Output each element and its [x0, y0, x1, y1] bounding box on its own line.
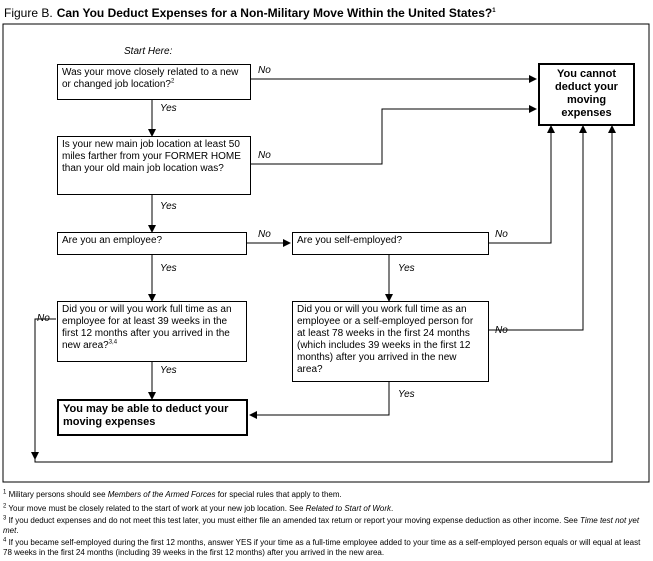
question-39-weeks: Did you or will you work full time as an…: [57, 301, 247, 362]
result-cannot-deduct: You cannot deduct your moving expenses: [538, 63, 635, 126]
q5-footnote-mark: 3,4: [108, 339, 118, 346]
label-q5-yes: Yes: [160, 365, 177, 376]
question-employee: Are you an employee?: [57, 232, 247, 255]
question-50-miles: Is your new main job location at least 5…: [57, 136, 251, 195]
label-q1-no: No: [258, 65, 271, 76]
footnote-1: 1 Military persons should see Members of…: [3, 489, 342, 499]
label-q3-yes: Yes: [160, 263, 177, 274]
figure-question: Can You Deduct Expenses for a Non-Milita…: [56, 6, 496, 20]
question-move-related: Was your move closely related to a new o…: [57, 64, 251, 100]
arrow-q5-no: [34, 125, 616, 463]
q1-footnote-mark: 2: [170, 78, 175, 85]
arrow-q2-no: [251, 105, 537, 165]
label-q2-no: No: [258, 150, 271, 161]
start-label: Start Here:: [124, 46, 173, 57]
label-q4-no: No: [495, 229, 508, 240]
label-q3-no: No: [258, 229, 271, 240]
label-q5-no: No: [37, 313, 50, 324]
footnote-4: 4 If you became self-employed during the…: [3, 537, 641, 557]
label-q6-no: No: [495, 325, 508, 336]
label-q6-yes: Yes: [398, 389, 415, 400]
footnote-3: 3 If you deduct expenses and do not meet…: [3, 515, 640, 535]
arrow-q6-no: [489, 125, 587, 331]
question-78-weeks: Did you or will you work full time as an…: [292, 301, 489, 382]
figure-title: Figure B.Can You Deduct Expenses for a N…: [4, 6, 496, 20]
question-self-employed: Are you self-employed?: [292, 232, 489, 255]
arrow-q6-yes: [249, 382, 390, 419]
figure-frame: [2, 23, 650, 483]
title-footnote-mark: 1: [492, 8, 496, 14]
label-q1-yes: Yes: [160, 103, 177, 114]
arrowhead-left-down: [31, 452, 39, 460]
label-q2-yes: Yes: [160, 201, 177, 212]
figure-label: Figure B.: [4, 6, 53, 20]
result-may-deduct: You may be able to deduct your moving ex…: [57, 399, 248, 436]
arrow-q4-no: [489, 125, 555, 244]
label-q4-yes: Yes: [398, 263, 415, 274]
footnote-2: 2 Your move must be closely related to t…: [3, 503, 394, 513]
